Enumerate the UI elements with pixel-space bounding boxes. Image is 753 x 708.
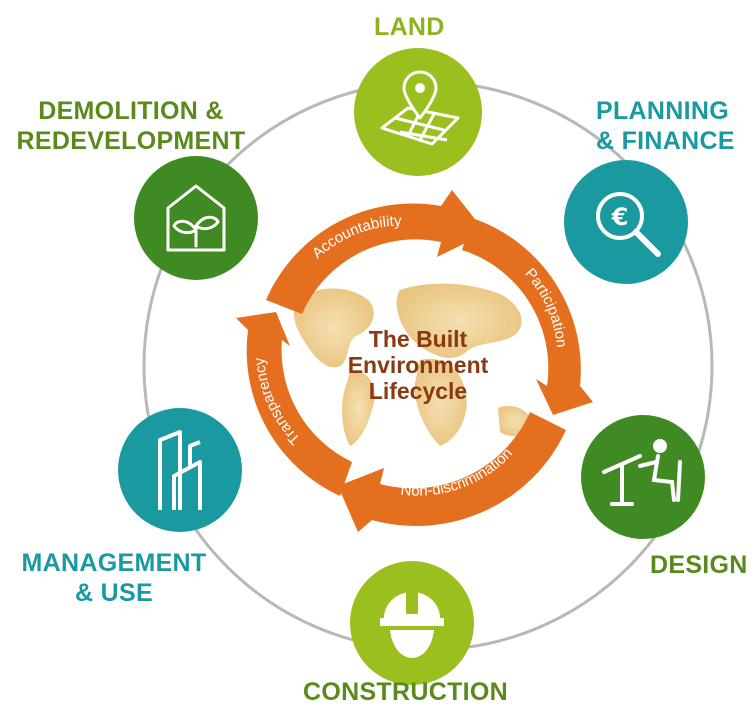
label-planning-line2: & FINANCE: [596, 127, 735, 155]
label-management-line2: & USE: [75, 579, 153, 607]
label-management-line1: MANAGEMENT: [21, 549, 207, 577]
arrow-transparency: [236, 312, 352, 496]
stage-planning-finance: €: [564, 160, 688, 284]
stage-design: [581, 415, 705, 539]
house-with-plant-icon: [166, 184, 226, 252]
label-demolition-line1: DEMOLITION &: [38, 97, 224, 125]
arrow-participation: [462, 218, 593, 415]
label-construction-text: CONSTRUCTION: [303, 678, 508, 706]
label-design-text: DESIGN: [650, 551, 748, 579]
buildings-icon: [158, 430, 202, 510]
label-land: LAND: [374, 12, 445, 42]
svg-text:€: €: [611, 203, 629, 231]
label-demolition-line2: REDEVELOPMENT: [16, 127, 246, 155]
stage-demolition-redevelopment: [134, 156, 258, 280]
stage-management-use: [118, 408, 242, 532]
hard-hat-worker-icon: [380, 592, 444, 658]
center-title-line2: Environment: [347, 352, 489, 378]
stage-land: [354, 48, 482, 176]
label-land-text: LAND: [374, 13, 445, 41]
center-title-line3: Lifecycle: [368, 378, 468, 404]
euro-magnifier-icon: €: [596, 192, 661, 257]
label-demolition-redevelopment: DEMOLITION & REDEVELOPMENT: [12, 96, 250, 156]
world-map: [293, 283, 532, 446]
person-at-drafting-desk-icon: [602, 439, 682, 506]
arrow-non-discrimination: [338, 412, 566, 532]
label-planning-finance: PLANNING & FINANCE: [596, 96, 735, 156]
label-planning-line1: PLANNING: [596, 97, 729, 125]
label-management-use: MANAGEMENT & USE: [16, 548, 212, 608]
center-title: The Built Environment Lifecycle: [318, 326, 518, 404]
label-design: DESIGN: [650, 550, 748, 580]
cycle-arrows: [236, 190, 593, 532]
arrow-accountability: [266, 190, 486, 314]
map-pin-grid-icon: [380, 70, 460, 146]
center-title-line1: The Built: [368, 326, 468, 352]
stage-construction: [350, 561, 474, 685]
label-construction: CONSTRUCTION: [303, 677, 508, 707]
